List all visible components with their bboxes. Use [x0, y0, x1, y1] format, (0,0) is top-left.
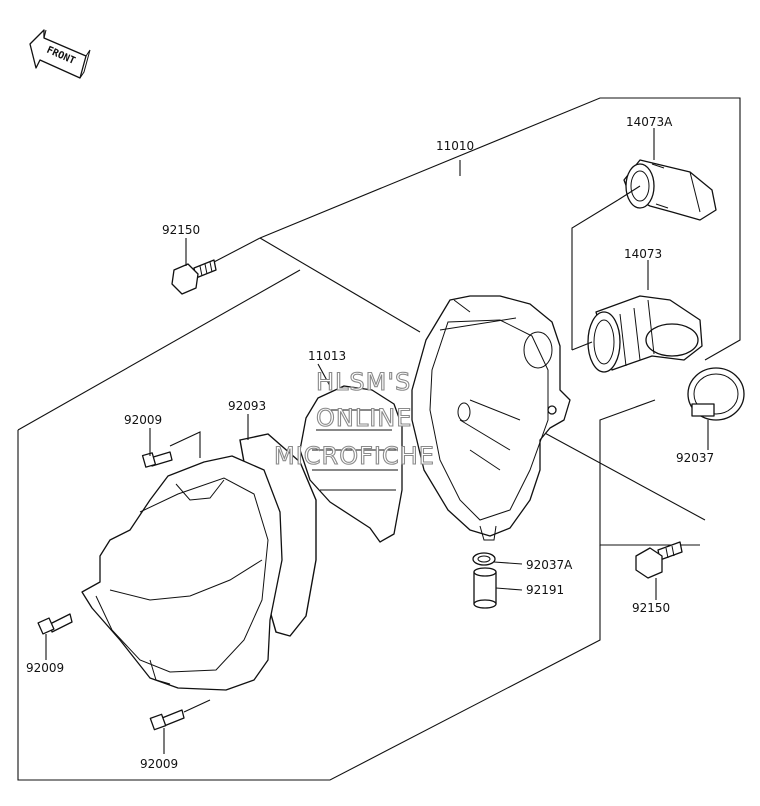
label-92009-bottom: 92009: [140, 757, 178, 771]
label-92150-right: 92150: [632, 601, 670, 615]
screw-left-part: [37, 613, 73, 635]
assembly-frame: [17, 97, 741, 781]
watermark: HLSM'S ONLINE MICROFICHE: [273, 367, 435, 470]
front-arrow-icon: FRONT: [29, 29, 91, 79]
watermark-line-2: ONLINE: [316, 404, 412, 432]
leader-lines: [45, 128, 709, 754]
label-14073A: 14073A: [626, 115, 673, 129]
seal-ring-part: [472, 552, 496, 566]
intake-duct-part: [587, 295, 703, 373]
bolt-right-part: [635, 541, 683, 579]
label-92009-top: 92009: [124, 413, 162, 427]
label-92150-top: 92150: [162, 223, 200, 237]
label-92093: 92093: [228, 399, 266, 413]
label-92037A: 92037A: [526, 558, 573, 572]
hose-clamp-part: [687, 367, 745, 421]
air-cleaner-housing-part: [411, 295, 571, 541]
screw-bottom-part: [149, 709, 185, 731]
watermark-line-1: HLSM'S: [316, 368, 411, 396]
label-92191: 92191: [526, 583, 564, 597]
label-11010: 11010: [436, 139, 474, 153]
air-cleaner-cover-part: [81, 455, 283, 691]
screw-top-part: [141, 451, 173, 468]
label-14073: 14073: [624, 247, 662, 261]
intake-elbow-part: [623, 159, 717, 221]
label-92009-left: 92009: [26, 661, 64, 675]
bolt-top-part: [171, 259, 217, 295]
label-92037: 92037: [676, 451, 714, 465]
drain-cap-part: [473, 567, 497, 609]
label-11013: 11013: [308, 349, 346, 363]
air-filter-element-part: [299, 385, 403, 543]
watermark-line-3: MICROFICHE: [274, 442, 435, 470]
